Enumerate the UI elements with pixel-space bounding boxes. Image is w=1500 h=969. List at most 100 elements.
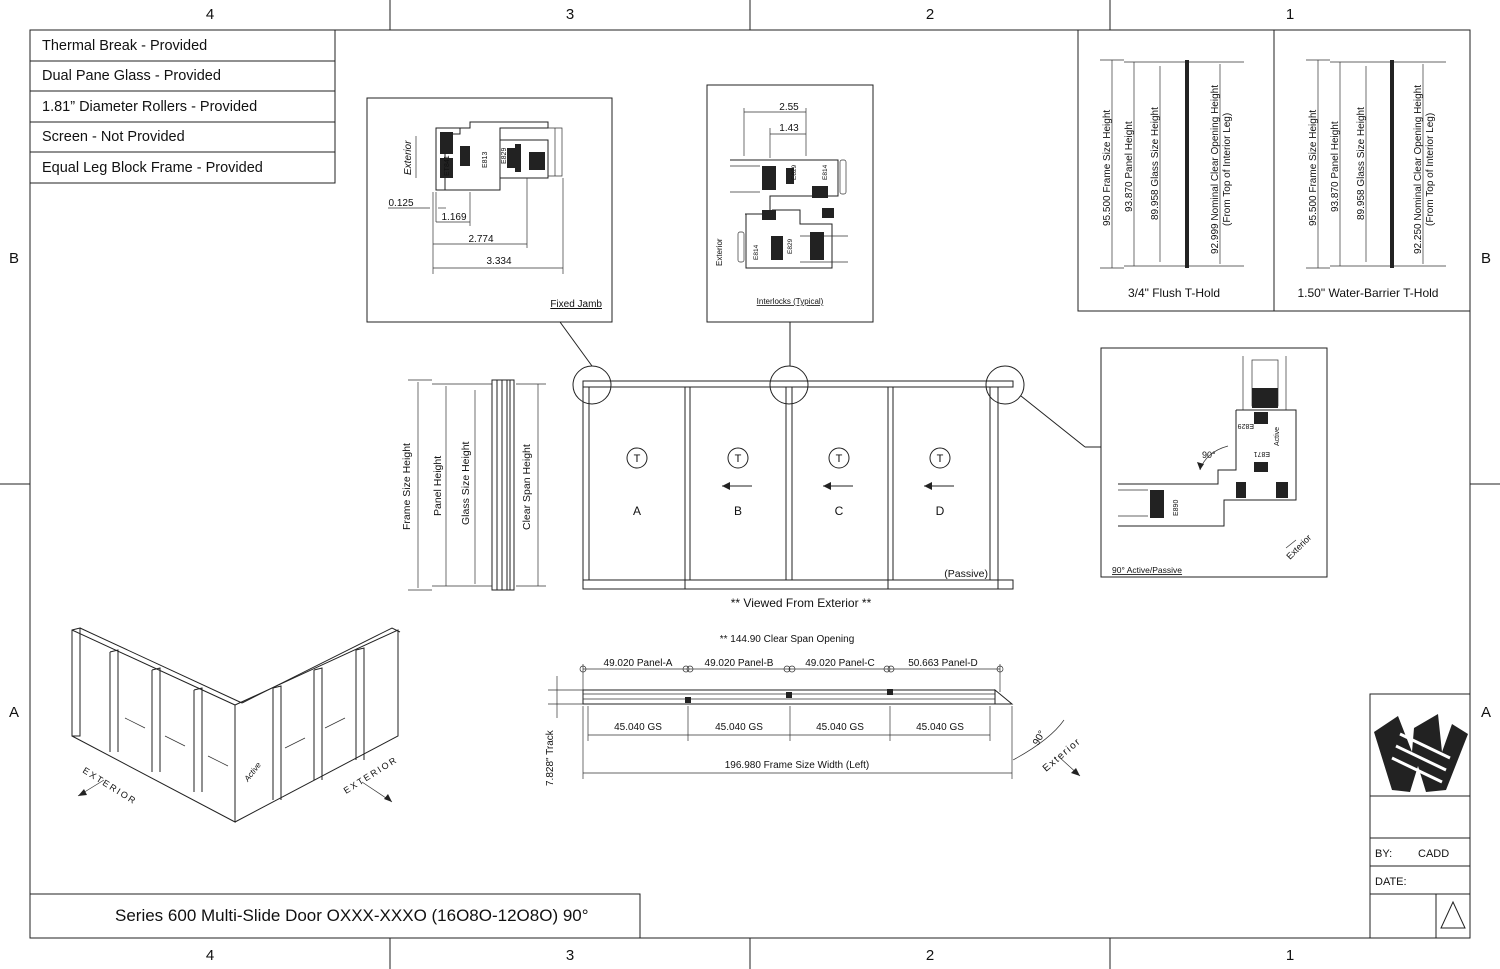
dimension-label: 93.870 Panel Height [1330, 121, 1341, 212]
fixed-jamb-detail: ET841 E813 E829 Exterior 0.125 1.169 2.7… [366, 97, 613, 323]
glass-dim-label: 45.040 GS [816, 722, 864, 733]
part-label: E829 [1238, 422, 1254, 429]
grid-col-top-1: 1 [1286, 6, 1294, 23]
panel-label-d: D [936, 504, 945, 518]
part-label: E814 [753, 244, 760, 260]
glass-dim-label: 45.040 GS [916, 722, 964, 733]
thold-caption: 1.50" Water-Barrier T-Hold [1298, 286, 1439, 300]
dimension-label: 95.500 Frame Size Height [1308, 110, 1319, 226]
feature-item: Screen - Not Provided [42, 129, 185, 145]
clear-span-label: ** 144.90 Clear Span Opening [720, 634, 855, 645]
grid-row-left-b: B [9, 250, 19, 267]
title-box: Series 600 Multi-Slide Door OXXX-XXXO (1… [29, 893, 641, 939]
part-label: E829 [787, 238, 794, 254]
dimension-label: 1.43 [779, 123, 799, 134]
grid-col-top-3: 3 [566, 6, 574, 23]
tempered-mark: T [634, 453, 641, 465]
date-label: DATE: [1375, 876, 1407, 888]
dimension-label: 3.334 [486, 256, 511, 267]
by-value: CADD [1418, 848, 1449, 860]
grid-col-bottom-3: 3 [566, 947, 574, 964]
feature-item: Equal Leg Block Frame - Provided [42, 160, 263, 176]
dimension-label: 0.125 [388, 198, 413, 209]
elevation-view: Frame Size Height Panel Height Glass Siz… [401, 321, 1101, 610]
vertical-dim-label: Clear Span Height [521, 444, 533, 530]
title-block: BY: CADD DATE: [1369, 693, 1471, 939]
thold-caption: 3/4" Flush T-Hold [1128, 286, 1220, 300]
feature-item: Dual Pane Glass - Provided [42, 68, 221, 84]
angle-label: 90° [1202, 450, 1216, 460]
part-label: ET841 [444, 155, 451, 176]
revision-triangle-icon [1440, 900, 1466, 929]
interlocks-detail: 2.55 1.43 E814 E829 E814 E829 Exterior I… [706, 84, 874, 323]
active-label: Active [1274, 427, 1281, 446]
by-label: BY: [1375, 848, 1392, 860]
dimension-label: 92.250 Nominal Clear Opening Height [1413, 85, 1424, 254]
part-label: E890 [1173, 500, 1180, 516]
tempered-mark: T [937, 453, 944, 465]
exterior-label: EXTERIOR [81, 765, 139, 806]
company-logo [1374, 714, 1468, 792]
panel-label-a: A [633, 504, 641, 518]
dimension-label: (From Top of Interior Leg) [1425, 113, 1436, 226]
active-label: Active [242, 760, 263, 784]
exterior-label: Exterior [1284, 532, 1313, 561]
dimension-label: 2.774 [468, 234, 493, 245]
part-label: E814 [822, 164, 829, 180]
page-title: Series 600 Multi-Slide Door OXXX-XXXO (1… [115, 906, 589, 925]
grid-col-top-4: 4 [206, 6, 214, 23]
panel-dim-label: 49.020 Panel-B [705, 658, 774, 669]
dimension-label: 1.169 [441, 212, 466, 223]
dimension-label: 2.55 [779, 102, 799, 113]
part-label: E813 [482, 152, 489, 168]
dimension-label: (From Top of Interior Leg) [1222, 113, 1233, 226]
corner-detail: E829 E871 E890 Active 90° Exterior 90° A… [1100, 347, 1328, 578]
grid-col-bottom-2: 2 [926, 947, 934, 964]
viewed-from-label: ** Viewed From Exterior ** [731, 596, 872, 610]
frame-width-label: 196.980 Frame Size Width (Left) [725, 760, 870, 771]
exterior-label: Exterior [715, 238, 724, 266]
dimension-label: 89.958 Glass Size Height [1150, 107, 1161, 220]
grid-row-right-a: A [1481, 704, 1491, 721]
detail-caption: Fixed Jamb [550, 299, 602, 310]
panel-dim-label: 49.020 Panel-A [604, 658, 673, 669]
detail-caption: 90° Active/Passive [1112, 565, 1182, 575]
vertical-dim-label: Frame Size Height [401, 443, 413, 530]
thold-panel: 95.500 Frame Size Height 93.870 Panel He… [1077, 29, 1471, 312]
tempered-mark: T [836, 453, 843, 465]
feature-table: Thermal Break - Provided Dual Pane Glass… [29, 29, 336, 184]
part-label: E871 [1254, 450, 1270, 457]
dimension-label: 92.999 Nominal Clear Opening Height [1210, 85, 1221, 254]
grid-row-right-b: B [1481, 250, 1491, 267]
isometric-view: EXTERIOR EXTERIOR Active [71, 627, 401, 823]
panel-dim-label: 50.663 Panel-D [908, 658, 978, 669]
grid-labels: 4 3 2 1 4 3 2 1 B A B A [9, 6, 1491, 964]
plan-view: ** 144.90 Clear Span Opening 49.020 Pane… [545, 634, 1084, 786]
grid-row-left-a: A [9, 704, 19, 721]
grid-col-bottom-4: 4 [206, 947, 214, 964]
detail-caption: Interlocks (Typical) [757, 297, 824, 306]
feature-item: 1.81” Diameter Rollers - Provided [42, 99, 257, 115]
track-label: 7.828" Track [545, 729, 556, 786]
angle-label: 90° [1031, 729, 1048, 748]
dimension-label: 95.500 Frame Size Height [1102, 110, 1113, 226]
part-label: E829 [501, 148, 508, 164]
dimension-label: 93.870 Panel Height [1124, 121, 1135, 212]
vertical-dim-label: Panel Height [432, 456, 444, 516]
glass-dim-label: 45.040 GS [614, 722, 662, 733]
exterior-label: Exterior [403, 140, 414, 175]
tempered-mark: T [735, 453, 742, 465]
panel-label-b: B [734, 504, 742, 518]
feature-item: Thermal Break - Provided [42, 38, 207, 54]
panel-dim-label: 49.020 Panel-C [805, 658, 875, 669]
grid-col-top-2: 2 [926, 6, 934, 23]
exterior-label: Exterior [1041, 736, 1084, 774]
glass-dim-label: 45.040 GS [715, 722, 763, 733]
part-label: E829 [791, 164, 798, 180]
passive-label: (Passive) [944, 568, 988, 580]
grid-col-bottom-1: 1 [1286, 947, 1294, 964]
vertical-dim-label: Glass Size Height [460, 441, 472, 525]
panel-label-c: C [835, 504, 844, 518]
